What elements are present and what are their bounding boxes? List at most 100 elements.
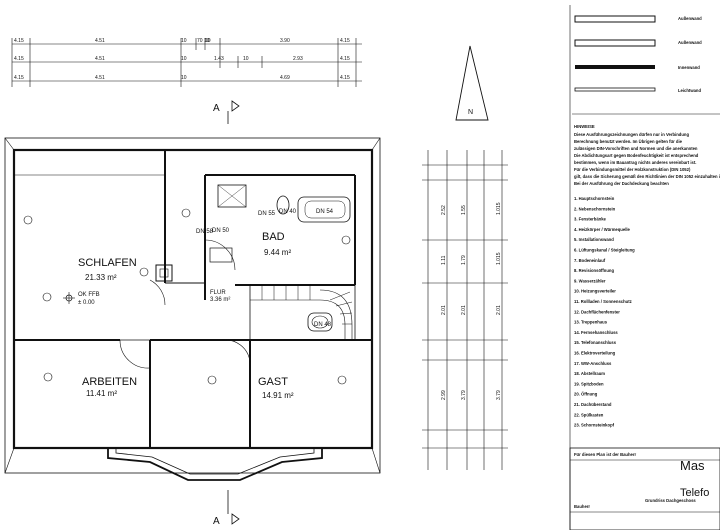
legend-wall-3: Innenwand: [678, 65, 700, 70]
right-dimension-chains: [422, 150, 508, 470]
svg-text:2.52: 2.52: [441, 205, 447, 215]
legend-item: 5. Installationswand: [574, 237, 614, 242]
legend-item: 14. Fernsehanschluss: [574, 330, 618, 335]
legend-item: 15. Telefonanschluss: [574, 340, 617, 345]
titleblock-note: Für diesen Plan ist der Bauherr: [574, 452, 637, 457]
legend-item: 16. Elektroverteilung: [574, 351, 616, 356]
legend-numbered-list: 1. Hauptschornstein 2. Nebenschornstein 3.…: [574, 196, 635, 428]
room-area-arbeiten: 11.41 m²: [86, 389, 117, 398]
top-dimension-chains: [11, 38, 362, 87]
fixture-dn-50: DN 50: [212, 228, 230, 234]
fixture-dn-54: DN 54: [316, 209, 334, 215]
legend-item: 11. Rollladen / Sonnenschutz: [574, 299, 632, 304]
fixture-dn-40: DN 40: [279, 209, 297, 215]
svg-text:1.015: 1.015: [496, 202, 502, 215]
svg-text:1.55: 1.55: [461, 205, 467, 215]
level-marker: OK FFB ± 0.00: [63, 292, 100, 306]
legend-item: 13. Treppenhaus: [574, 320, 608, 325]
level-value: ± 0.00: [78, 300, 95, 306]
svg-text:2.99: 2.99: [441, 390, 447, 400]
dim-top-1c: 10: [181, 38, 187, 44]
legend-item: 1. Hauptschornstein: [574, 196, 615, 201]
notes-heading: HINWEISE: [574, 124, 595, 129]
legend-wall-1: Außenwand: [678, 16, 702, 21]
dim-top-2e: 10: [243, 56, 249, 62]
legend-item: 6. Lüftungskanal / Steigleitung: [574, 248, 635, 253]
floor-plan: [4, 137, 381, 481]
svg-text:1.015: 1.015: [496, 252, 502, 265]
legend-item: 18. Abstellraum: [574, 371, 605, 376]
note-line: Berechnung benutzt werden. Im Übrigen ge…: [574, 139, 683, 144]
legend-item: 3. Fensterbänke: [574, 217, 607, 222]
section-mark-top: A: [213, 100, 240, 124]
legend-item: 7. Bodeneinlauf: [574, 258, 606, 263]
legend-item: 20. Öffnung: [574, 392, 598, 397]
legend-item: 10. Heizungsverteiler: [574, 289, 616, 294]
circled-markers: [23, 208, 351, 385]
room-name-bad: BAD: [262, 231, 285, 243]
note-line: Die Abdichtungsart gegen Bodenfeuchtigke…: [574, 153, 699, 158]
svg-text:2.01: 2.01: [461, 305, 467, 315]
fixture-dn-55: DN 55: [258, 211, 276, 217]
note-line: zulässigen DIN-Vorschriften und Normen u…: [574, 146, 698, 151]
room-area-bad: 9.44 m²: [264, 248, 291, 257]
dim-top-2a: 4.15: [14, 56, 24, 62]
legend-item: 2. Nebenschornstein: [574, 206, 616, 211]
dim-top-3b: 4.51: [95, 75, 105, 81]
titleblock-bauherr: Bauherr: [574, 504, 590, 509]
legend-wall-2: Außenwand: [678, 40, 702, 45]
svg-text:3.79: 3.79: [461, 390, 467, 400]
room-name-gast: GAST: [258, 376, 288, 388]
north-arrow: N: [455, 45, 489, 121]
svg-text:A: A: [213, 103, 220, 114]
dim-top-2c: 10: [181, 56, 187, 62]
titleblock-firm: Mas: [680, 458, 705, 473]
room-name-schlafen: SCHLAFEN: [78, 257, 137, 269]
legend-item: 12. Dachflächenfenster: [574, 309, 620, 314]
dim-top-1b: 4.51: [95, 38, 105, 44]
svg-text:2.01: 2.01: [496, 305, 502, 315]
svg-text:A: A: [213, 516, 220, 527]
fixture-dn-48: DN 48: [314, 322, 332, 328]
legend-item: 22. Spülkasten: [574, 412, 604, 417]
legend-item: 23. Schornsteinkopf: [574, 423, 615, 428]
room-area-schlafen: 21.33 m²: [85, 273, 117, 282]
titleblock-subject: Grundriss Dachgeschoss: [645, 498, 696, 503]
dim-top-1a: 4.15: [14, 38, 24, 44]
room-area-flur: 3.36 m²: [210, 297, 230, 303]
dim-top-1f: 3.90: [280, 38, 290, 44]
legend-item: 19. Spitzboden: [574, 381, 604, 386]
dim-top-2f: 2.93: [293, 56, 303, 62]
legend-item: 8. Revisionsöffnung: [574, 268, 614, 273]
svg-text:1.11: 1.11: [441, 255, 447, 265]
note-line: gilt, dass die Sicherung gemäß den Richt…: [574, 174, 720, 179]
dim-top-2g: 4.15: [340, 56, 350, 62]
room-area-gast: 14.91 m²: [262, 391, 294, 400]
dim-top-3c: 10: [181, 75, 187, 81]
room-name-flur: FLUR: [210, 290, 226, 296]
dim-top-1e: 10: [205, 38, 211, 44]
dim-top-3e: 4.15: [340, 75, 350, 81]
level-label: OK FFB: [78, 292, 100, 298]
legend-item: 4. Heizkörper / Wärmequelle: [574, 227, 631, 232]
section-mark-bottom: A: [213, 490, 240, 527]
dim-top-2d: 1.43: [214, 56, 224, 62]
svg-text:2.01: 2.01: [441, 305, 447, 315]
note-line: Für die Verbindungsmittel der Holzkonstr…: [574, 167, 691, 172]
dim-top-3d: 4.69: [280, 75, 290, 81]
dim-top-3a: 4.15: [14, 75, 24, 81]
legend-item: 17. WW-Anschluss: [574, 361, 612, 366]
legend-panel: Außenwand Außenwand Innenwand Leichtwand…: [569, 5, 720, 530]
notes-block: Diese Ausführungszeichnungen dürfen nur …: [574, 132, 720, 186]
note-line: bestimmen, wenn im Bauantrag nichts ande…: [574, 160, 696, 165]
room-name-arbeiten: ARBEITEN: [82, 376, 137, 388]
legend-item: 9. Wasserzähler: [574, 278, 606, 283]
svg-text:3.79: 3.79: [496, 390, 502, 400]
dim-top-2b: 4.51: [95, 56, 105, 62]
svg-text:1.79: 1.79: [461, 255, 467, 265]
legend-item: 21. Dachüberstand: [574, 402, 612, 407]
note-line: Bei der Ausführung der Dachdeckung beach…: [574, 181, 669, 186]
dim-top-1g: 4.15: [340, 38, 350, 44]
